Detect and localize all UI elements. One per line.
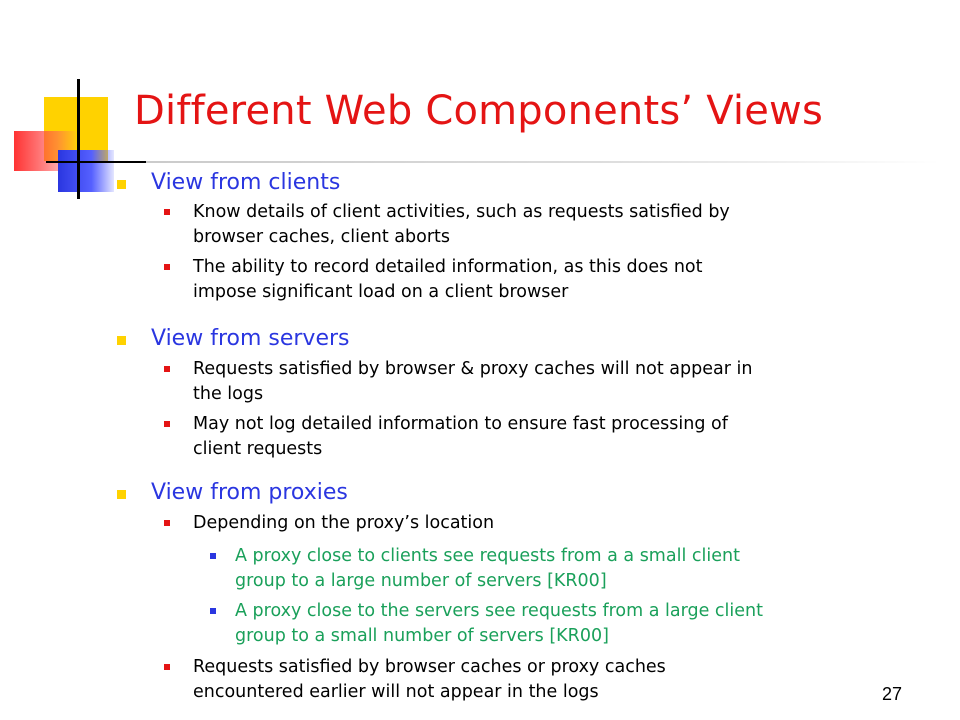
bullet-text-line1: Know details of client activities, such …: [193, 202, 730, 222]
bullet-text-line1: Requests satisfied by browser & proxy ca…: [193, 359, 753, 379]
bullet-text: View from proxies: [151, 480, 348, 505]
red-square-bullet-icon: [164, 520, 170, 526]
bullet-text-line1: A proxy close to the servers see request…: [235, 601, 763, 621]
red-square-bullet-icon: [164, 209, 170, 215]
bullet-text-line2: encountered earlier will not appear in t…: [193, 682, 599, 702]
bullet-text-line1: Requests satisfied by browser caches or …: [193, 657, 666, 677]
slide-title: Different Web Components’ Views: [134, 88, 823, 134]
red-square-bullet-icon: [164, 664, 170, 670]
yellow-square-bullet-icon: [117, 490, 126, 499]
bullet-text-line2: browser caches, client aborts: [193, 227, 450, 247]
bullet-text-line2: impose significant load on a client brow…: [193, 282, 569, 302]
decorative-blue-square: [58, 150, 114, 192]
bullet-text-line2: group to a large number of servers [KR00…: [235, 571, 607, 591]
yellow-square-bullet-icon: [117, 336, 126, 345]
blue-square-bullet-icon: [210, 608, 216, 614]
decorative-horizontal-line: [46, 161, 146, 163]
title-underline-rule: [80, 161, 940, 163]
bullet-text: View from clients: [151, 170, 341, 195]
decorative-vertical-line: [77, 79, 80, 199]
bullet-text-line1: May not log detailed information to ensu…: [193, 414, 728, 434]
page-number: 27: [881, 684, 902, 704]
yellow-square-bullet-icon: [117, 180, 126, 189]
bullet-text-line2: the logs: [193, 384, 264, 404]
red-square-bullet-icon: [164, 264, 170, 270]
bullet-text-line1: A proxy close to clients see requests fr…: [235, 546, 740, 566]
blue-square-bullet-icon: [210, 553, 216, 559]
bullet-text-line1: The ability to record detailed informati…: [193, 257, 703, 277]
bullet-text-line2: client requests: [193, 439, 323, 459]
bullet-text-line2: group to a small number of servers [KR00…: [235, 626, 609, 646]
bullet-text: View from servers: [151, 326, 350, 351]
bullet-text: Depending on the proxy’s location: [193, 513, 495, 533]
red-square-bullet-icon: [164, 366, 170, 372]
red-square-bullet-icon: [164, 421, 170, 427]
